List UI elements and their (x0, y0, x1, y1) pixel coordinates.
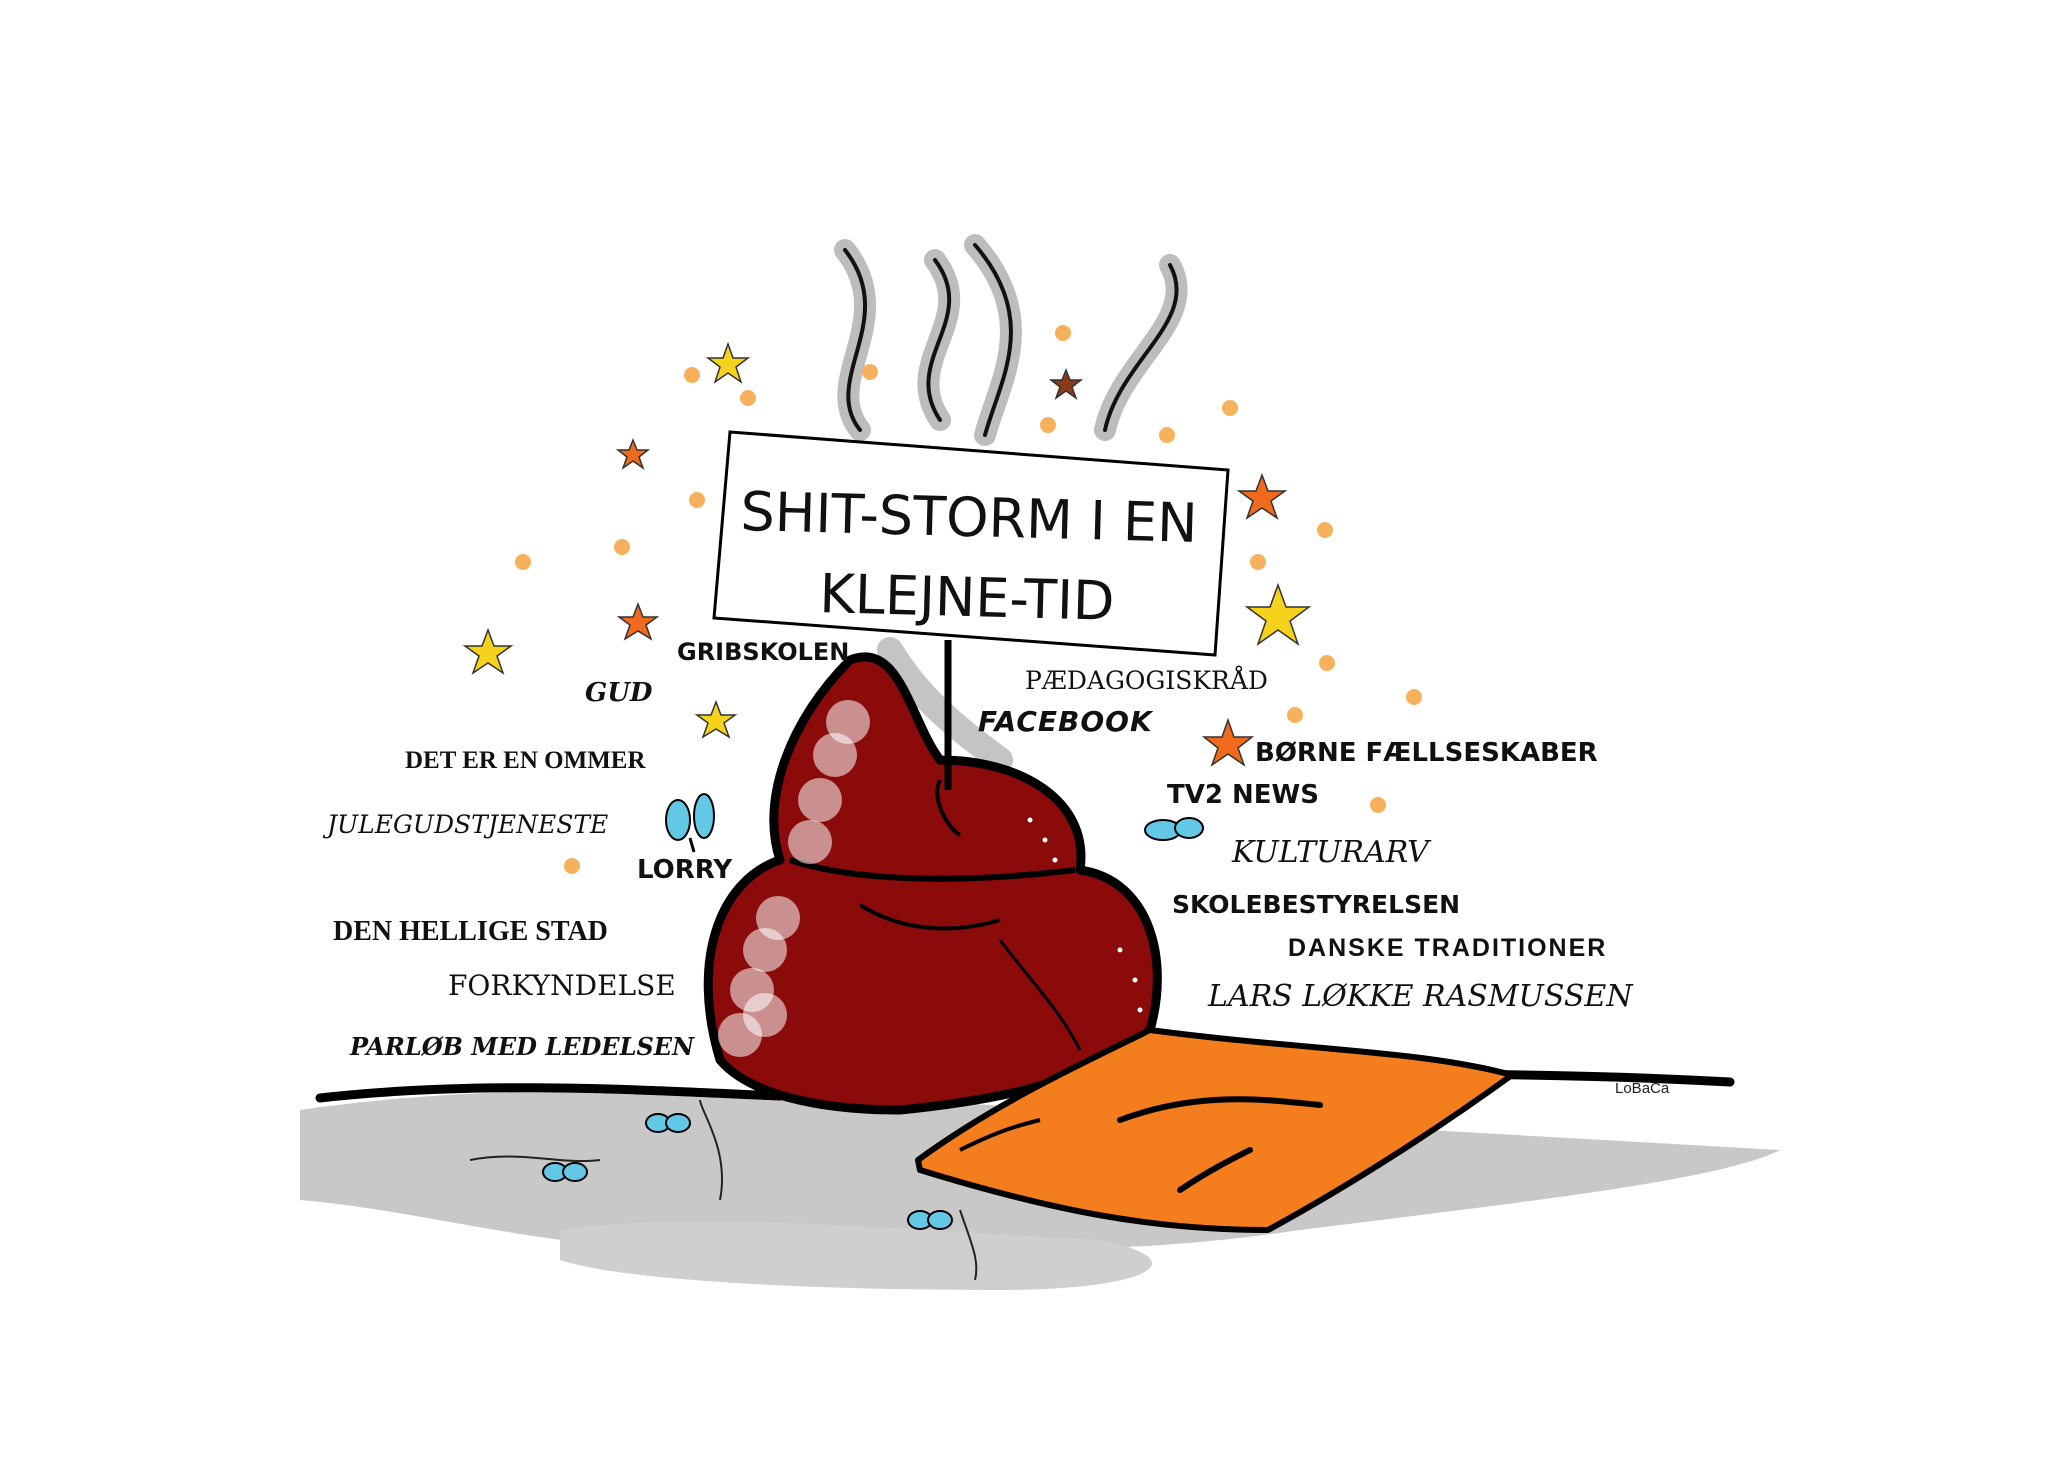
sign-line-1: SHIT-STORM I EN (739, 480, 1199, 555)
word-gribskolen: GRIBSKOLEN (677, 638, 850, 666)
word-kulturarv: KULTURARV (1232, 835, 1429, 870)
word-facebook: FACEBOOK (978, 705, 1153, 738)
decorative-stars (462, 341, 1312, 767)
word-den-hellige-stad: DEN HELLIGE STAD (333, 916, 608, 947)
word-lars-lokke-rasmussen: LARS LØKKE RASMUSSEN (1208, 979, 1633, 1014)
word-paedagogiskraad: PÆDAGOGISKRÅD (1025, 666, 1268, 695)
word-danske-traditioner: DANSKE TRADITIONER (1288, 934, 1608, 962)
poop-pile (703, 652, 1162, 1115)
word-tv2-news: TV2 NEWS (1167, 780, 1319, 810)
steam (834, 234, 1188, 773)
word-lorry: LORRY (637, 855, 733, 885)
word-skolebestyrelsen: SKOLEBESTYRELSEN (1172, 890, 1461, 919)
word-julegudstjeneste: JULEGUDSTJENESTE (327, 810, 609, 839)
word-parlob: PARLØB MED LEDELSEN (350, 1032, 695, 1061)
word-det-er-en-ommer: DET ER EN OMMER (405, 747, 646, 774)
word-borne-faellesskaber: BØRNE FÆLLSESKABER (1255, 738, 1598, 768)
sign-text: SHIT-STORM I EN KLEJNE-TID (716, 471, 1220, 644)
sign-line-2: KLEJNE-TID (818, 562, 1116, 633)
word-forkyndelse: FORKYNDELSE (448, 969, 676, 1002)
word-gud: GUD (585, 678, 653, 708)
artist-signature: LoBaCa (1615, 1080, 1670, 1097)
decorative-dots (515, 325, 1422, 874)
pillow (915, 1027, 1515, 1233)
sign (712, 430, 1230, 790)
flies (542, 793, 1204, 1230)
